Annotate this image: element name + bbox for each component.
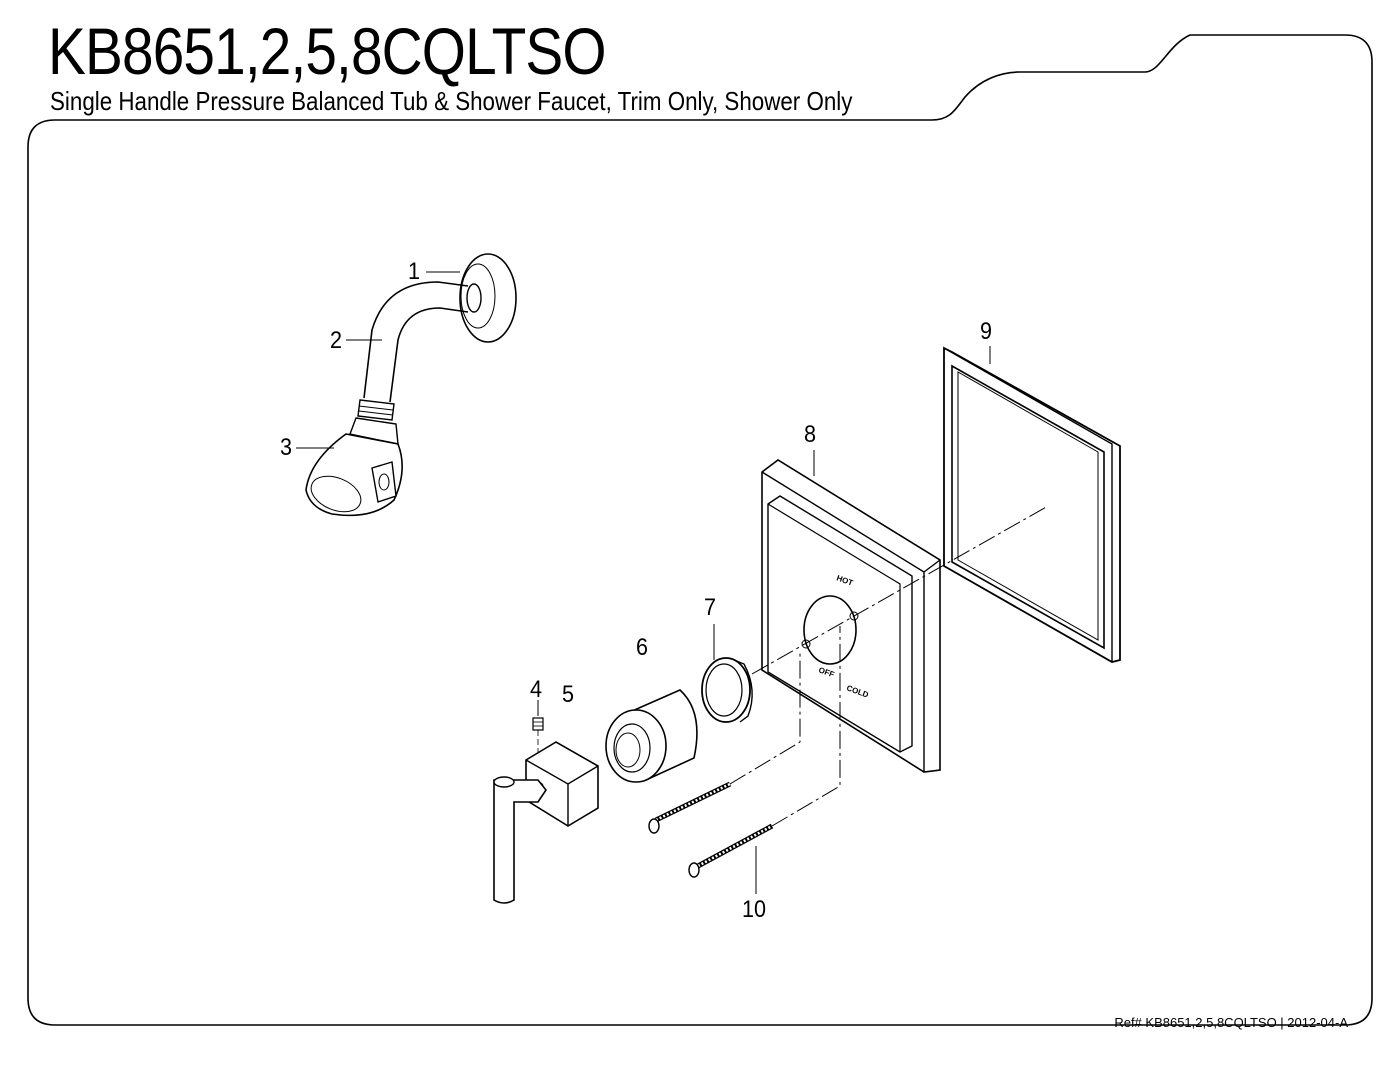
gasket-part (943, 346, 1121, 663)
set-screw-part (532, 717, 544, 760)
callout-2: 2 (330, 327, 343, 354)
sleeve-part (605, 689, 698, 783)
drawing-reference: Ref# KB8651,2,5,8CQLTSO | 2012-04-A (1114, 1015, 1348, 1030)
o-ring-part (701, 657, 753, 723)
flange-part (459, 253, 517, 343)
shower-arm-part (363, 281, 482, 403)
callout-7: 7 (704, 594, 717, 621)
callout-leaders (296, 271, 991, 894)
shower-head-part (305, 399, 403, 517)
callout-5: 5 (562, 681, 575, 708)
page-title: KB8651,2,5,8CQLTSO (48, 14, 607, 88)
callout-9: 9 (980, 318, 993, 345)
callout-10: 10 (742, 896, 767, 923)
page-subtitle: Single Handle Pressure Balanced Tub & Sh… (50, 86, 853, 116)
trim-plate-part: HOT OFF COLD (761, 459, 941, 773)
callout-6: 6 (636, 634, 649, 661)
diagram-border (27, 34, 1373, 1026)
callout-4: 4 (530, 676, 543, 703)
callout-8: 8 (804, 421, 817, 448)
assembly-center-lines (729, 505, 1049, 827)
mounting-screw-upper (648, 781, 732, 834)
lever-handle-part (493, 741, 599, 904)
callout-3: 3 (280, 434, 293, 461)
mounting-screw-lower (688, 823, 774, 878)
callout-1: 1 (408, 258, 421, 285)
